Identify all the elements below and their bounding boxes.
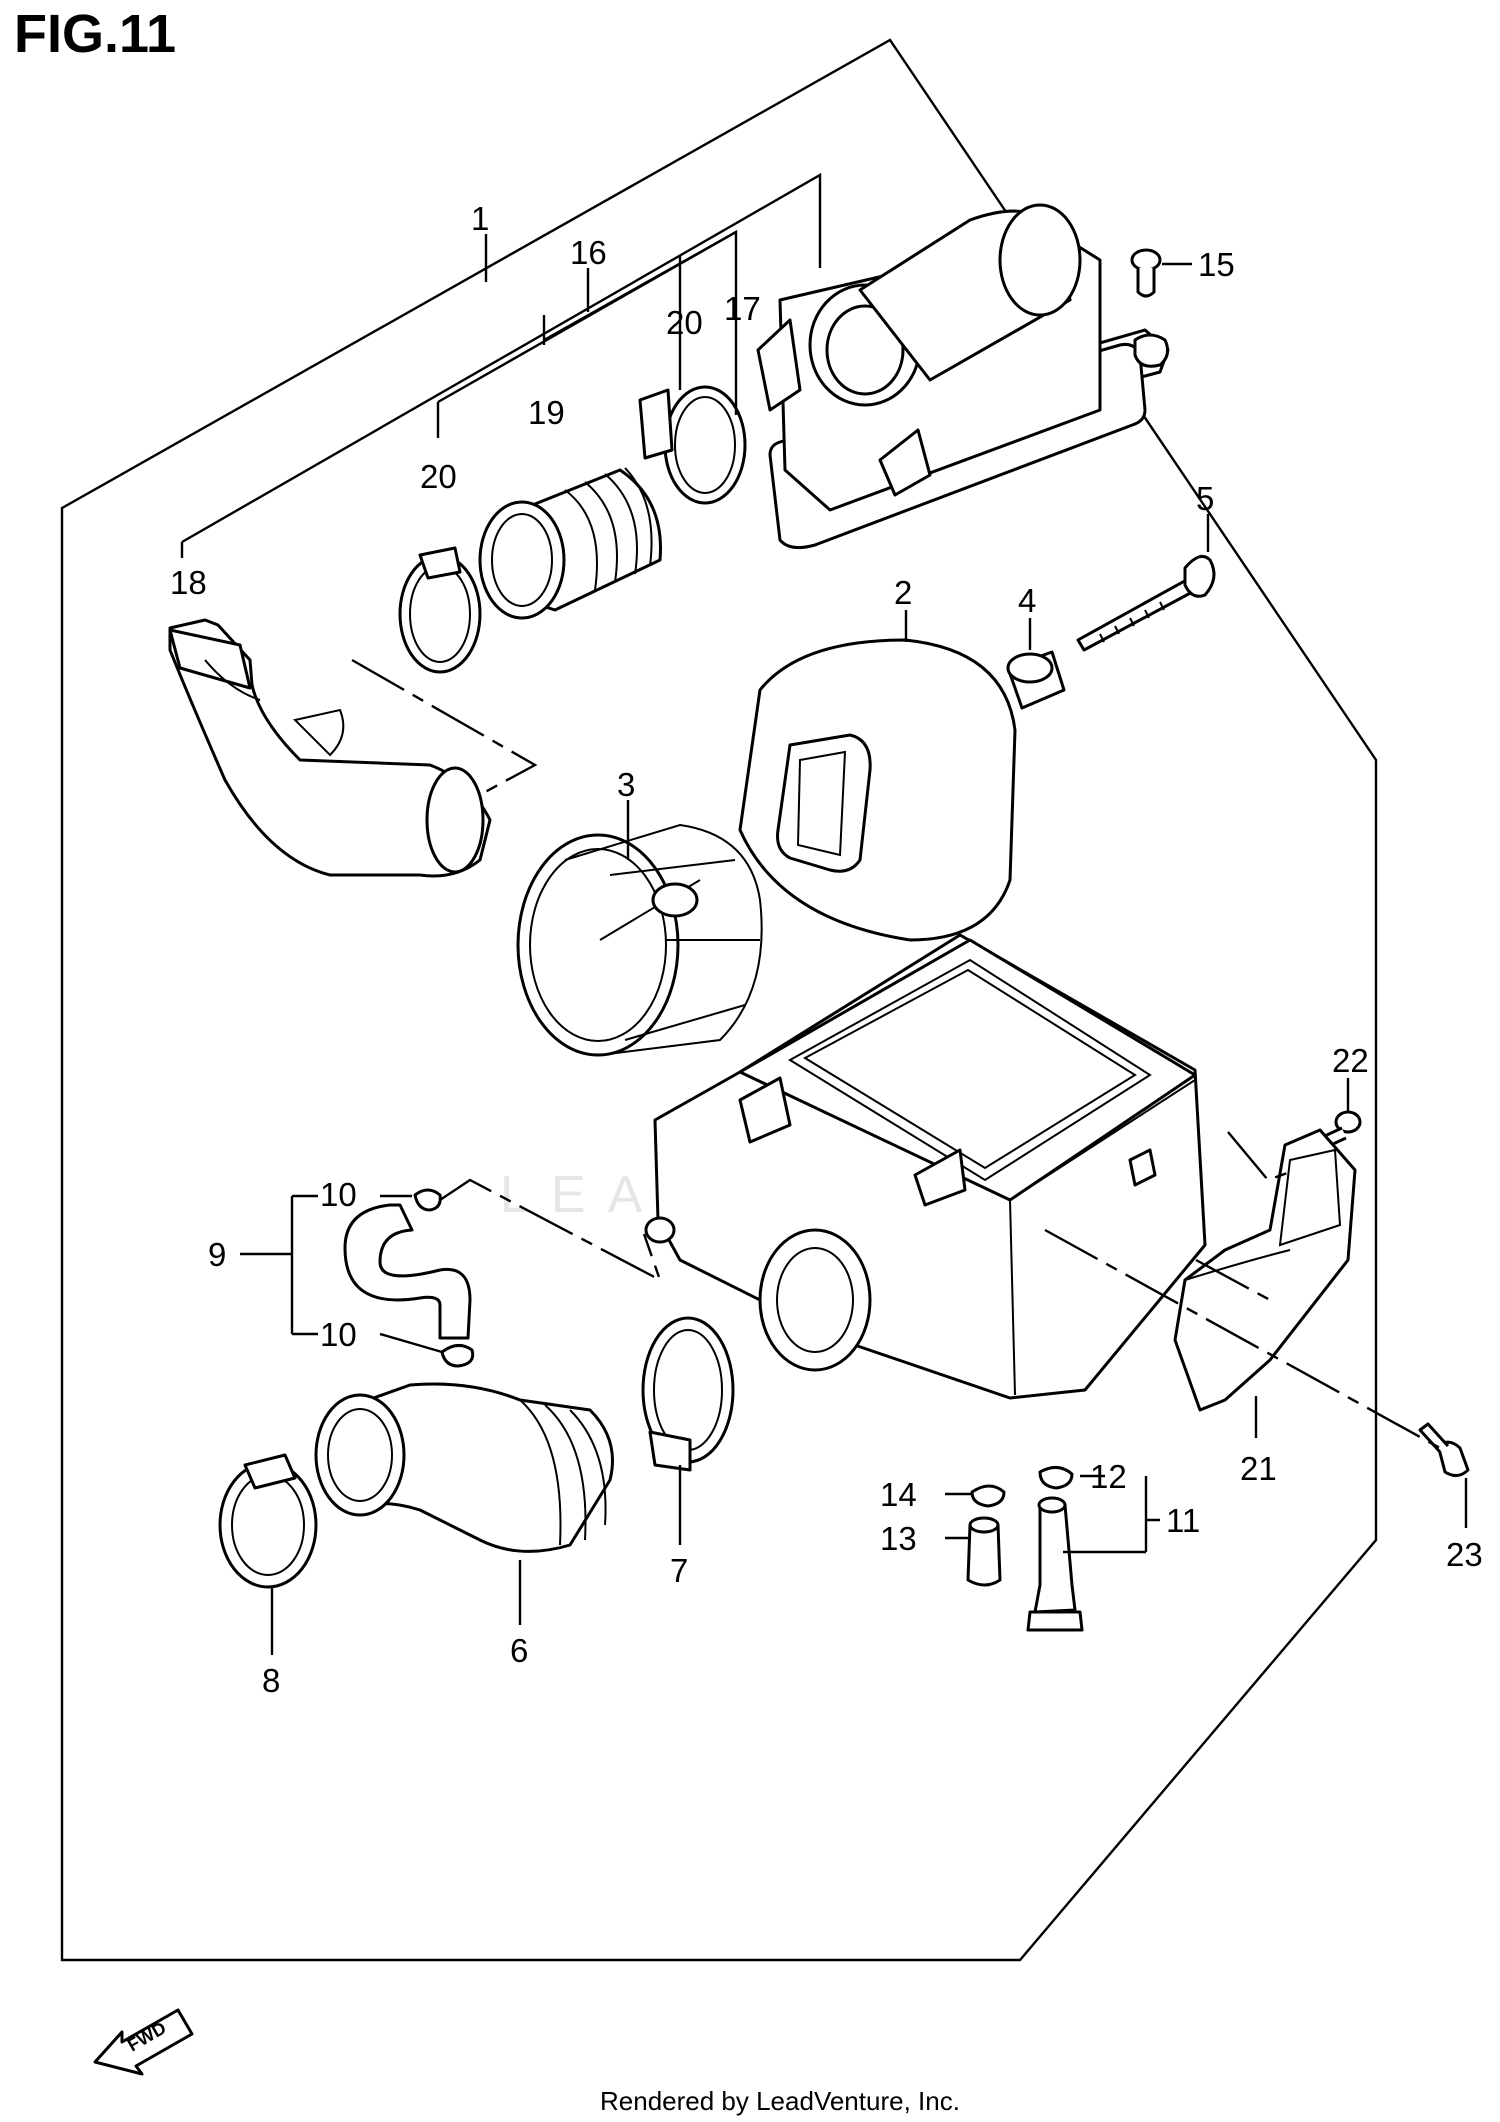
part-7-clamp bbox=[641, 1316, 735, 1472]
callout-15: 15 bbox=[1198, 246, 1235, 283]
callout-4: 4 bbox=[1018, 582, 1036, 619]
footer-credit: Rendered by LeadVenture, Inc. bbox=[600, 2086, 960, 2116]
callout-7: 7 bbox=[670, 1552, 688, 1589]
callout-labels: 1 2 3 4 5 6 7 8 9 10 10 11 12 13 14 15 1… bbox=[170, 200, 1483, 1699]
part-19-hose bbox=[478, 467, 662, 620]
part-11-drain-plug bbox=[1026, 1496, 1084, 1632]
callout-14: 14 bbox=[880, 1476, 917, 1513]
callout-1: 1 bbox=[471, 200, 489, 237]
callout-22: 22 bbox=[1332, 1042, 1369, 1079]
part-13-cap bbox=[966, 1516, 1002, 1587]
part-18-intake-duct bbox=[168, 618, 492, 878]
part-15-screw bbox=[1130, 248, 1162, 298]
part-10-clip-upper bbox=[413, 1188, 442, 1212]
fwd-arrow-icon: FWD bbox=[93, 2008, 194, 2076]
part-1-cleaner-case bbox=[644, 933, 1207, 1400]
callout-23: 23 bbox=[1446, 1536, 1483, 1573]
callout-9: 9 bbox=[208, 1236, 226, 1273]
callout-3: 3 bbox=[617, 766, 635, 803]
assembly-frame bbox=[60, 38, 1378, 1962]
callout-13: 13 bbox=[880, 1520, 917, 1557]
figure-title: FIG.11 bbox=[14, 4, 176, 64]
callout-2: 2 bbox=[894, 574, 912, 611]
callout-19: 19 bbox=[528, 394, 565, 431]
callout-20-left: 20 bbox=[420, 458, 457, 495]
part-5-bolt bbox=[1076, 554, 1216, 652]
callout-21: 21 bbox=[1240, 1450, 1277, 1487]
part-20-clamp-left bbox=[398, 546, 482, 674]
part-20-clamp-right bbox=[638, 385, 747, 505]
callout-17: 17 bbox=[724, 290, 761, 327]
callout-5: 5 bbox=[1196, 480, 1214, 517]
part-21-cover bbox=[1173, 1128, 1357, 1412]
part-8-clamp bbox=[218, 1453, 318, 1589]
part-6-outlet-tube bbox=[314, 1382, 614, 1553]
part-9-breather-hose bbox=[343, 1203, 472, 1340]
callout-8: 8 bbox=[262, 1662, 280, 1699]
part-4-collar bbox=[1006, 650, 1066, 710]
part-23-bolt bbox=[1418, 1422, 1470, 1477]
part-10-clip-lower bbox=[440, 1344, 475, 1368]
part-17-cleaner-cap bbox=[756, 203, 1170, 550]
callout-11: 11 bbox=[1166, 1502, 1200, 1539]
callout-10-upper: 10 bbox=[320, 1176, 357, 1213]
callout-12: 12 bbox=[1090, 1458, 1127, 1495]
callout-18: 18 bbox=[170, 564, 207, 601]
callout-16: 16 bbox=[570, 234, 607, 271]
callout-6: 6 bbox=[510, 1632, 528, 1669]
callout-20-right: 20 bbox=[666, 304, 703, 341]
callout-10-lower: 10 bbox=[320, 1316, 357, 1353]
part-3-element-frame bbox=[516, 823, 763, 1057]
part-2-filter-element bbox=[738, 638, 1017, 942]
part-14-clip bbox=[970, 1484, 1006, 1508]
leader-lines bbox=[180, 172, 1468, 1655]
part-12-clip bbox=[1038, 1466, 1074, 1490]
